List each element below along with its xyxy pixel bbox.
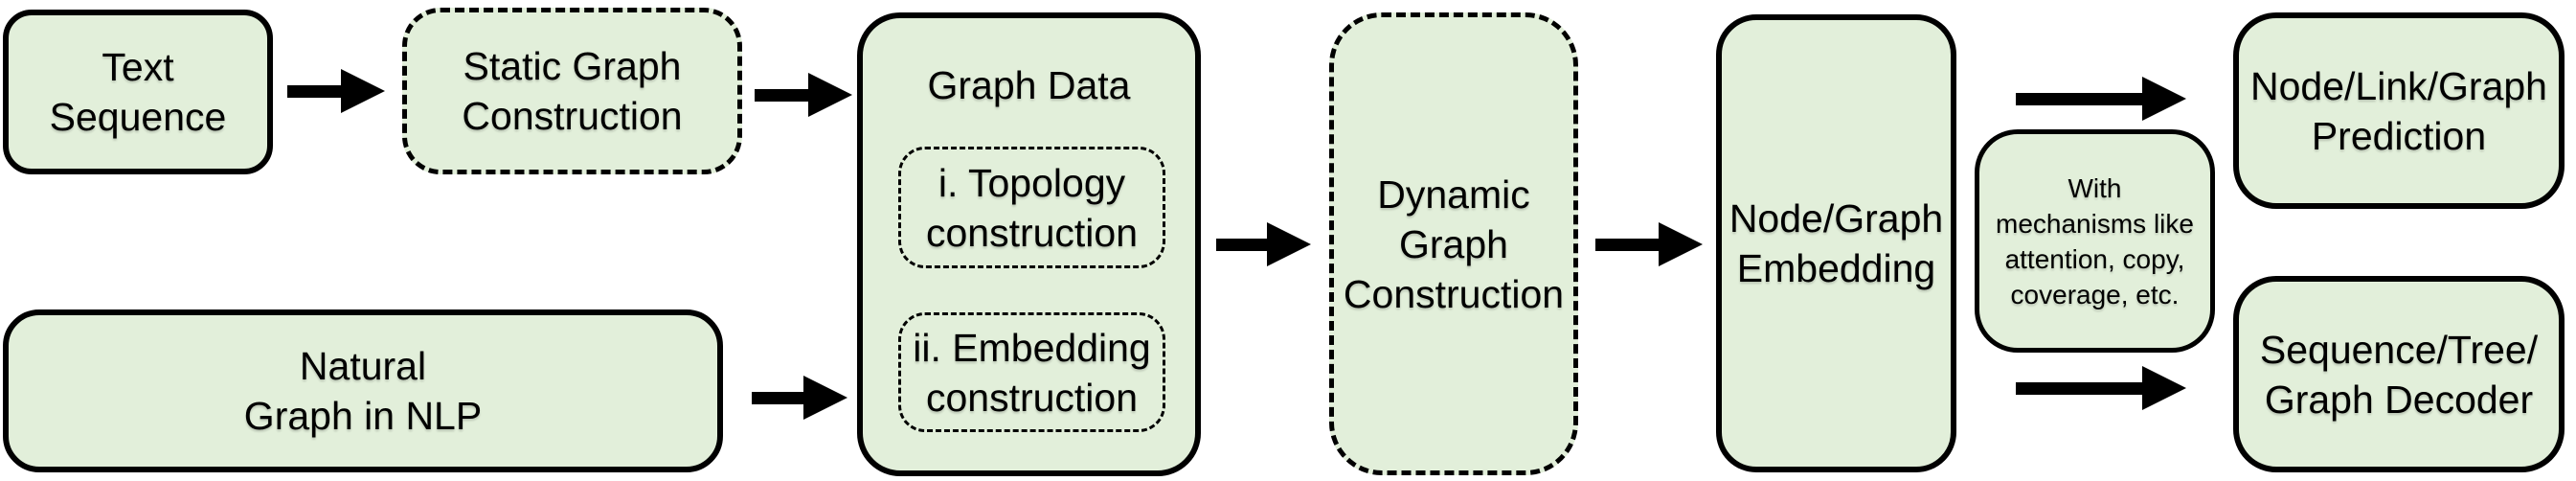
node-text-sequence: Text Sequence [3, 10, 273, 174]
arrow-head-icon [1267, 222, 1311, 266]
node-text-sequence-label: Text Sequence [49, 45, 227, 139]
arrow-node-graph-embedding-to-node-link-graph-prediction [2016, 76, 2186, 122]
arrow-shaft [2016, 92, 2142, 105]
node-dynamic-graph-construction: Dynamic Graph Construction [1329, 12, 1578, 475]
arrow-dynamic-graph-construction-to-node-graph-embedding [1595, 221, 1703, 267]
arrow-shaft [2016, 381, 2142, 395]
node-with-mechanisms: With mechanisms like attention, copy, co… [1975, 129, 2215, 353]
node-embedding-construction-label: ii. Embedding construction [913, 325, 1151, 420]
arrow-shaft [752, 391, 803, 404]
arrow-shaft [1595, 238, 1659, 251]
arrow-head-icon [1659, 222, 1703, 266]
node-embedding-construction: ii. Embedding construction [898, 312, 1165, 432]
node-graph-data-label: Graph Data [927, 63, 1131, 107]
arrow-node-graph-embedding-to-sequence-tree-graph-decoder [2016, 365, 2186, 411]
node-sequence-tree-graph-decoder-label: Sequence/Tree/ Graph Decoder [2259, 327, 2539, 422]
node-node-graph-embedding: Node/Graph Embedding [1716, 14, 1956, 472]
node-static-graph-construction: Static Graph Construction [402, 8, 742, 174]
arrow-natural-graph-in-nlp-to-graph-data [752, 375, 847, 421]
arrow-shaft [1216, 238, 1267, 251]
arrow-head-icon [803, 376, 847, 420]
node-natural-graph-in-nlp-label: Natural Graph in NLP [243, 344, 483, 438]
node-graph-data: Graph Data i. Topology construction ii. … [857, 12, 1201, 476]
node-sequence-tree-graph-decoder: Sequence/Tree/ Graph Decoder [2233, 276, 2565, 472]
node-topology-construction-label: i. Topology construction [925, 160, 1139, 255]
arrow-head-icon [341, 69, 385, 113]
node-node-link-graph-prediction-label: Node/Link/Graph Prediction [2250, 63, 2547, 158]
arrow-static-graph-construction-to-graph-data [755, 72, 852, 118]
arrow-shaft [287, 84, 341, 98]
node-topology-construction: i. Topology construction [898, 147, 1165, 268]
node-static-graph-construction-label: Static Graph Construction [462, 44, 683, 138]
arrow-graph-data-to-dynamic-graph-construction [1216, 221, 1311, 267]
arrow-head-icon [808, 73, 852, 117]
arrow-head-icon [2142, 77, 2186, 121]
node-dynamic-graph-construction-label: Dynamic Graph Construction [1343, 172, 1565, 316]
node-with-mechanisms-label: With mechanisms like attention, copy, co… [1996, 172, 2194, 309]
node-node-graph-embedding-label: Node/Graph Embedding [1729, 196, 1944, 290]
node-natural-graph-in-nlp: Natural Graph in NLP [3, 309, 723, 472]
arrow-shaft [755, 88, 808, 102]
arrow-head-icon [2142, 366, 2186, 410]
node-node-link-graph-prediction: Node/Link/Graph Prediction [2233, 12, 2565, 209]
arrow-text-sequence-to-static-graph-construction [287, 68, 385, 114]
